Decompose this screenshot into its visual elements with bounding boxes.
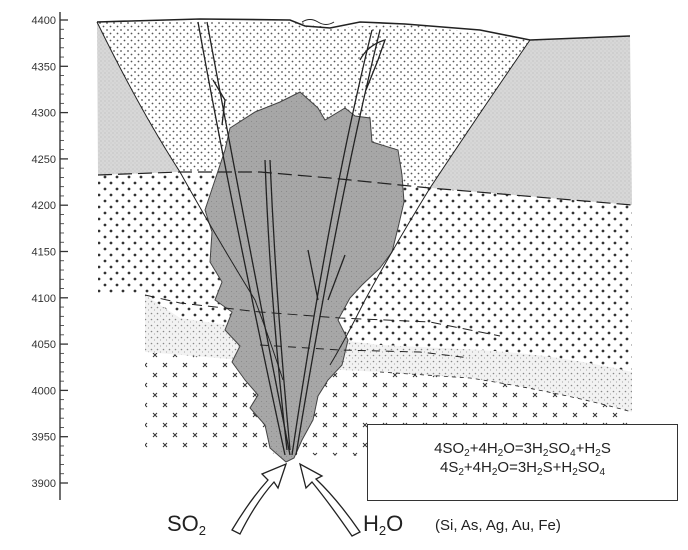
fluid-arrows (232, 464, 360, 536)
axis-tick-label: 4300 (32, 108, 56, 120)
so2-arrow (232, 464, 286, 534)
so2-label: SO2 (167, 511, 206, 537)
h2o-label: H2O (363, 511, 403, 537)
axis-tick-label: 4400 (32, 15, 56, 27)
elements-label: (Si, As, Ag, Au, Fe) (435, 517, 561, 534)
axis-tick-label: 4200 (32, 200, 56, 212)
axis-tick-label: 4150 (32, 247, 56, 259)
equation-line-2: 4S2+4H2O=3H2S+H2SO4 (368, 458, 677, 477)
equation-box: 4SO2+4H2O=3H2SO4+H2S 4S2+4H2O=3H2S+H2SO4 (367, 424, 678, 501)
axis-tick-label: 3900 (32, 478, 56, 490)
axis-tick-label: 4250 (32, 154, 56, 166)
equation-line-1: 4SO2+4H2O=3H2SO4+H2S (368, 439, 677, 458)
axis-tick-label: 4100 (32, 293, 56, 305)
axis-tick-label: 4000 (32, 385, 56, 397)
axis-tick-label: 4050 (32, 339, 56, 351)
elevation-axis: 4400 4350 4300 4250 4200 4150 4100 4050 4000 3950… (32, 12, 68, 500)
axis-tick-label: 3950 (32, 432, 56, 444)
axis-tick-label: 4350 (32, 61, 56, 73)
h2o-arrow (300, 464, 360, 536)
